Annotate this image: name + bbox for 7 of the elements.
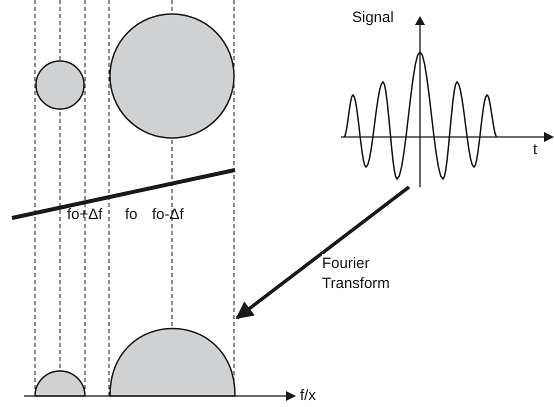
frequency-label: fo+Δf <box>67 207 102 222</box>
axis-label: Signal <box>352 10 394 25</box>
axis-label: f/x <box>300 388 316 403</box>
frequency-label: fo <box>125 207 138 222</box>
frequency-label: fo-Δf <box>152 207 184 222</box>
axis-label: t <box>533 142 538 157</box>
arrow <box>236 186 410 320</box>
